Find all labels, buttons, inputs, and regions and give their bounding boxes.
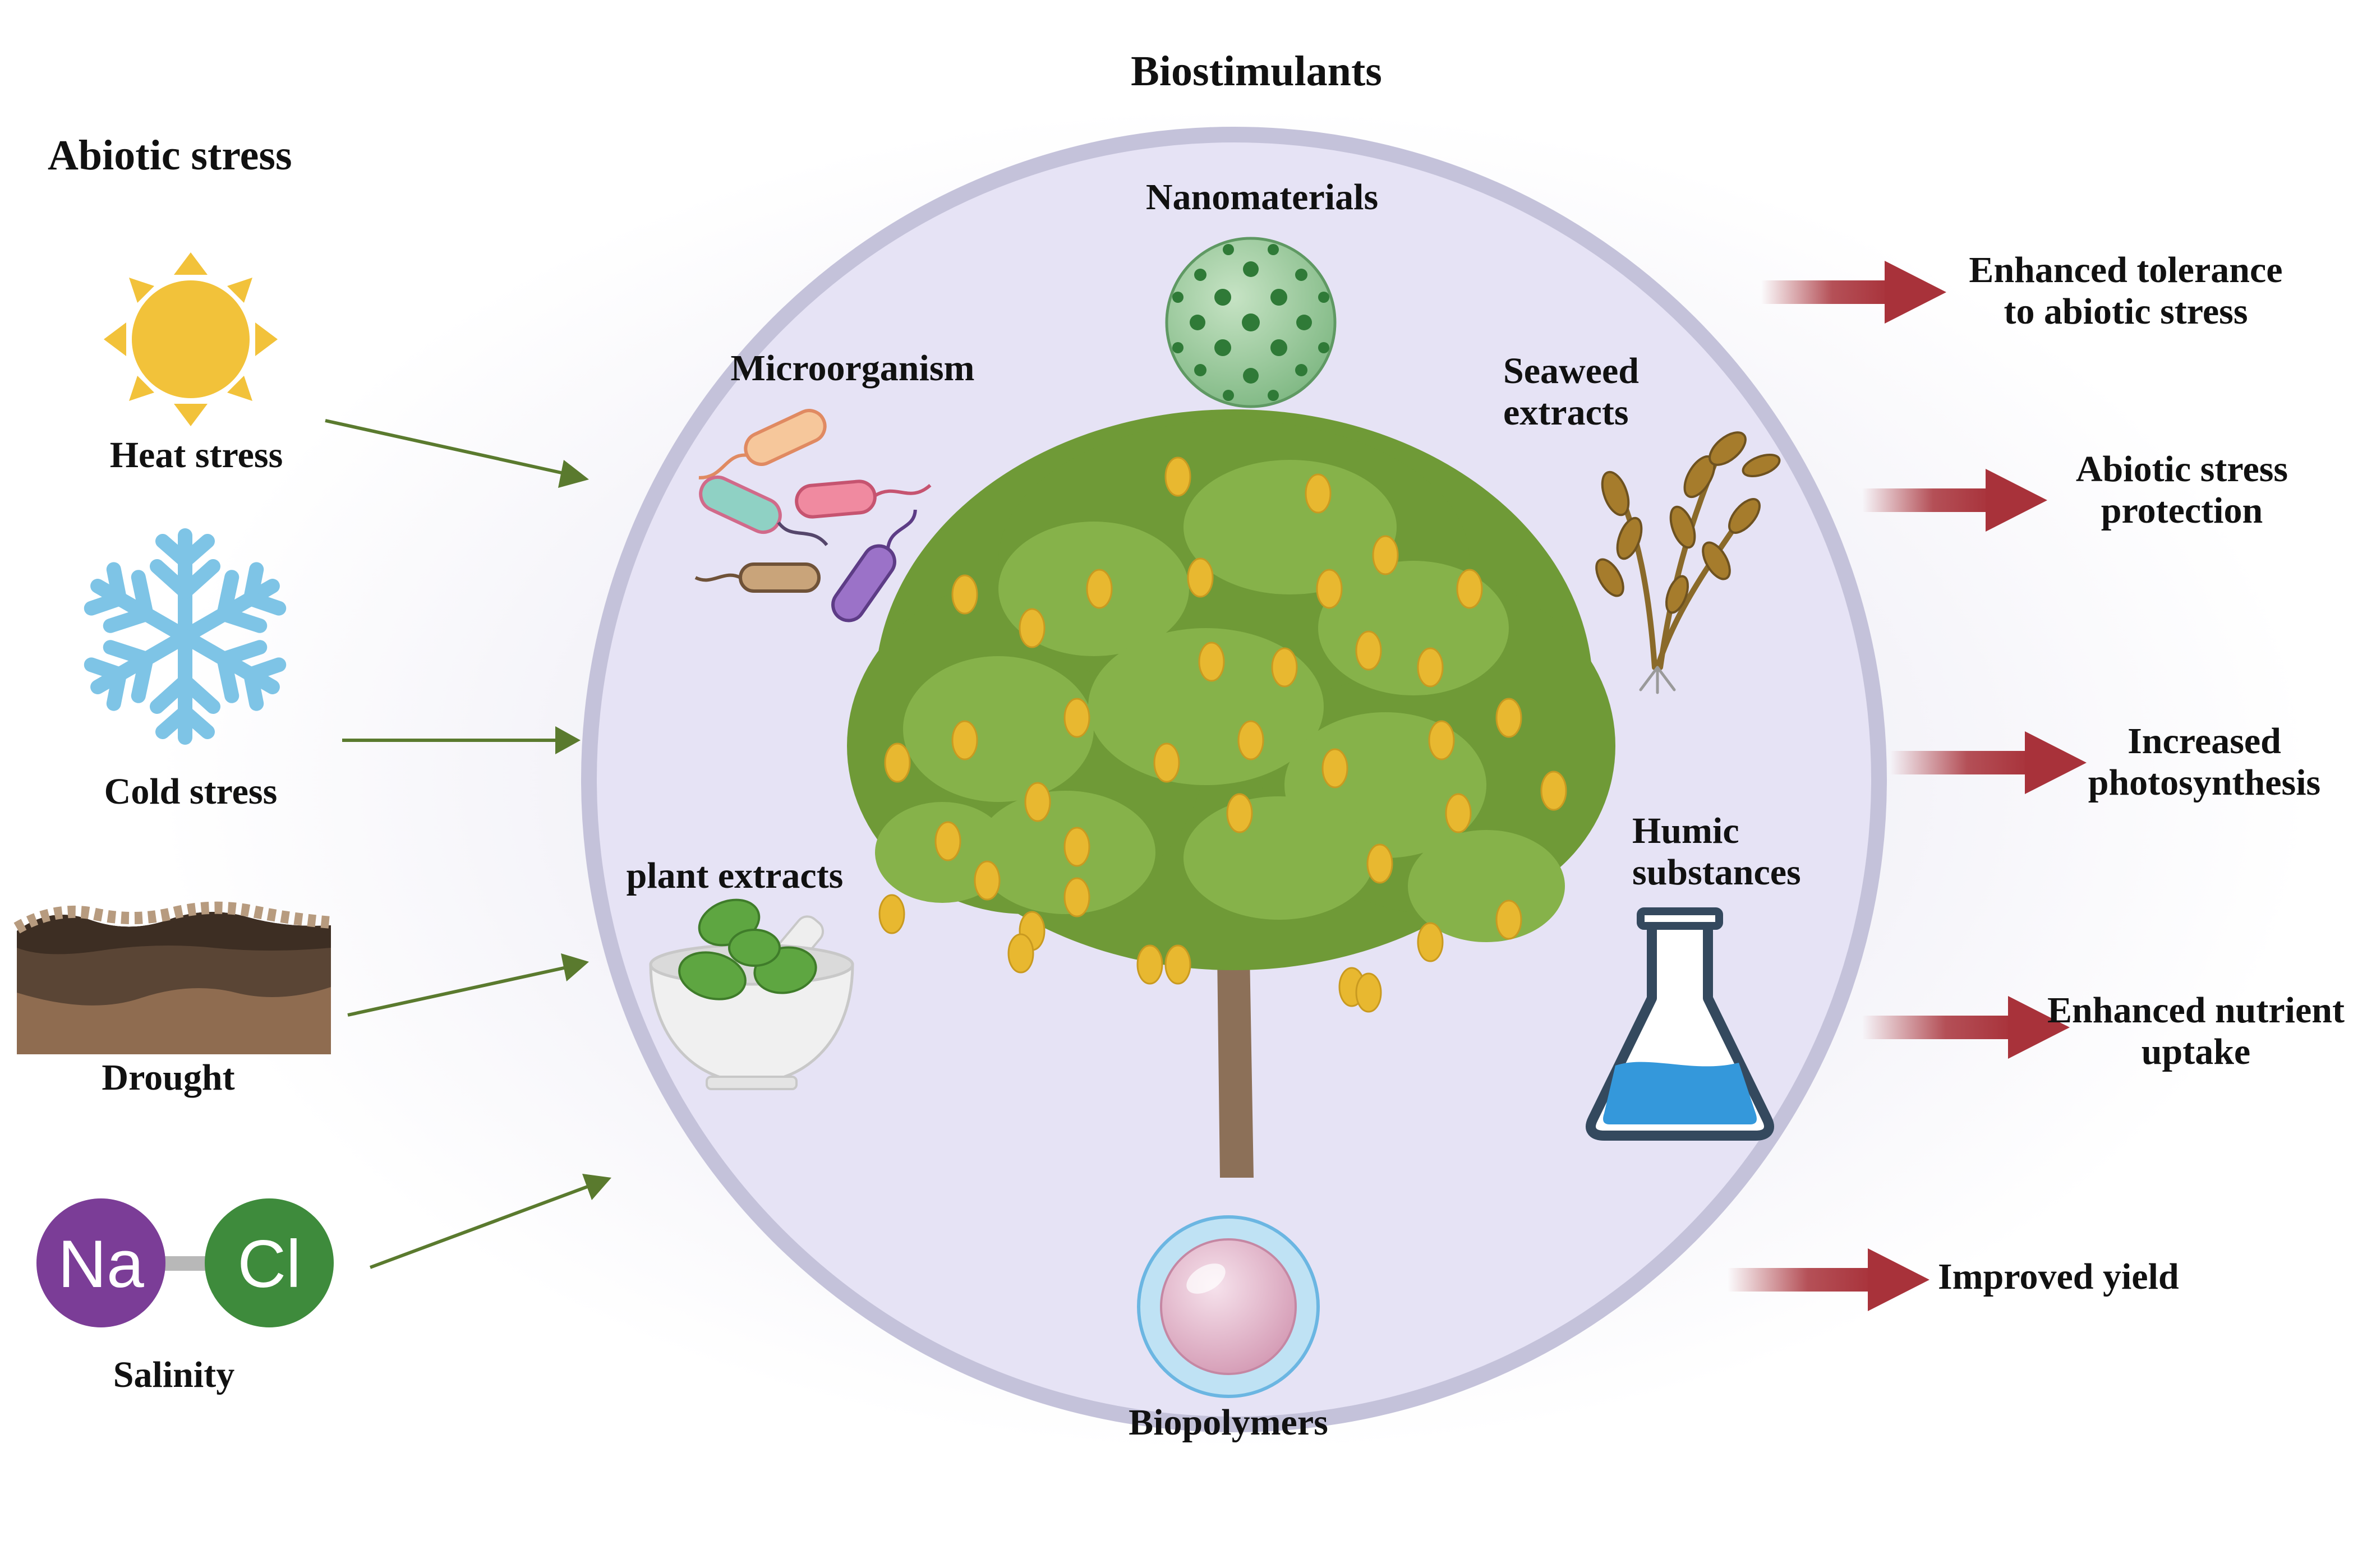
humic-label-line2: substances — [1632, 851, 1801, 893]
arrow-outcome-3 — [1890, 731, 2087, 794]
outcome-enhanced-nutrient-uptake: Enhanced nutrient uptake — [2030, 990, 2361, 1073]
seaweed-label-line2: extracts — [1503, 391, 1629, 433]
outcome-3-line2: photosynthesis — [2088, 762, 2321, 803]
mango-tree-illustration — [847, 409, 1615, 1178]
seaweed-extracts-label: Seaweed extracts — [1503, 351, 1639, 433]
microorganism-label: Microorganism — [730, 348, 975, 389]
outcome-1-line1: Enhanced tolerance — [1969, 250, 2283, 290]
snowflake-icon — [84, 528, 287, 737]
nanomaterial-sphere-icon — [1165, 237, 1337, 408]
nanomaterials-label: Nanomaterials — [1145, 177, 1379, 218]
biopolymers-label: Biopolymers — [1129, 1402, 1328, 1443]
arrow-heat-stress — [325, 419, 589, 488]
nacl-molecule-icon: Na Cl — [36, 1198, 334, 1327]
outcome-2-line2: protection — [2101, 490, 2263, 531]
cold-stress-label: Cold stress — [104, 771, 278, 812]
flask-icon — [1586, 907, 1774, 1141]
arrow-drought — [347, 953, 589, 1017]
microorganism-icon — [694, 409, 932, 622]
humic-substances-label: Humic substances — [1632, 810, 1801, 893]
outcome-1-line2: to abiotic stress — [2004, 290, 2248, 332]
outcome-abiotic-stress-protection: Abiotic stress protection — [2019, 449, 2345, 532]
mortar-and-pestle-icon — [649, 898, 854, 1090]
outcome-enhanced-tolerance: Enhanced tolerance to abiotic stress — [1935, 250, 2317, 333]
outcome-increased-photosynthesis: Increased photosynthesis — [2053, 721, 2356, 804]
arrow-salinity — [369, 1174, 611, 1269]
diagram-title: Biostimulants — [1131, 48, 1382, 95]
salinity-label: Salinity — [113, 1354, 235, 1395]
biopolymer-bubble-icon — [1137, 1215, 1320, 1398]
chlorine-atom-label: Cl — [237, 1226, 301, 1302]
outcome-improved-yield: Improved yield — [1938, 1256, 2179, 1297]
arrow-cold-stress — [342, 726, 581, 754]
abiotic-stress-heading: Abiotic stress — [48, 132, 292, 179]
sodium-atom-label: Na — [58, 1226, 144, 1302]
outcome-4-line2: uptake — [2141, 1031, 2251, 1072]
sun-icon — [104, 252, 278, 426]
outcome-4-line1: Enhanced nutrient — [2047, 990, 2345, 1031]
outcome-3-line1: Increased — [2127, 721, 2281, 762]
seaweed-label-line1: Seaweed — [1503, 351, 1639, 391]
arrow-outcome-2 — [1862, 469, 2047, 532]
heat-stress-label: Heat stress — [109, 435, 283, 476]
arrow-outcome-4 — [1862, 996, 2070, 1059]
seaweed-icon — [1595, 431, 1781, 694]
drought-label: Drought — [102, 1057, 235, 1098]
input-arrows — [325, 419, 611, 1269]
arrow-outcome-1 — [1761, 261, 1946, 324]
soil-layers-icon — [13, 901, 331, 1054]
output-arrows — [1728, 261, 2087, 1311]
humic-label-line1: Humic — [1632, 810, 1739, 851]
outcome-2-line1: Abiotic stress — [2075, 449, 2288, 490]
plant-extracts-label: plant extracts — [626, 855, 844, 896]
arrow-outcome-5 — [1728, 1248, 1929, 1311]
